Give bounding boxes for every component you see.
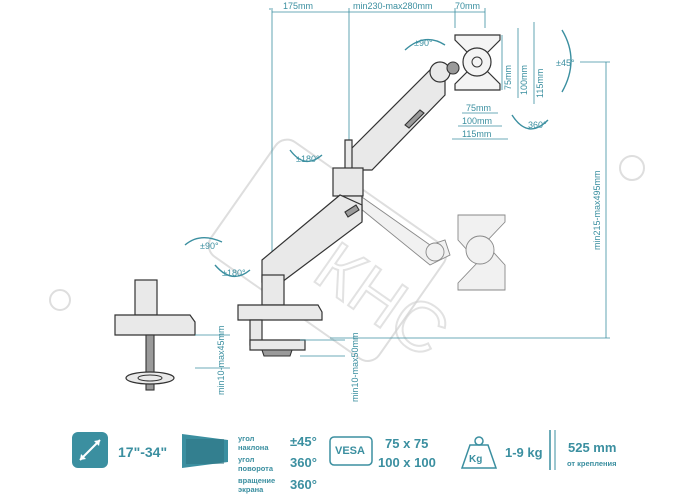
dim-grommet-range: min10-max50mm (350, 332, 360, 402)
dim-vesa-100-h: 100mm (462, 116, 492, 126)
spec-distance: 525 mm (568, 440, 617, 455)
spec-rotation-value: 360° (290, 477, 317, 492)
spec-swivel-value: 360° (290, 455, 317, 470)
grommet-clamp (114, 279, 196, 391)
spec-rotation-label: вращение экрана (238, 476, 276, 494)
rot-screen: 360° (528, 120, 547, 130)
spec-tilt-label: угол наклона (238, 434, 269, 452)
rot-base-swivel: ±180° (222, 268, 246, 278)
dim-vesa-75-v: 75mm (503, 65, 513, 90)
vesa-icon (329, 436, 373, 466)
vesa-dimensions: 75mm 100mm 115mm 75mm 100mm 115mm (452, 22, 545, 140)
dim-vesa-100-v: 100mm (519, 65, 529, 95)
dim-vesa-offset: 70mm (455, 1, 480, 11)
spec-screen-size: 17"-34" (118, 444, 168, 460)
spec-swivel-label: угол поворота (238, 455, 274, 473)
dim-vesa-75-h: 75mm (466, 103, 491, 113)
spec-vesa-75: 75 x 75 (385, 436, 429, 451)
dim-vesa-115-v: 115mm (535, 69, 545, 98)
spec-weight-badge: Kg (469, 454, 483, 465)
rotation-indicators: ±90° ±45° 360° ±180° ±90° ±180° (184, 29, 575, 278)
dim-vesa-115-h: 115mm (462, 129, 491, 139)
vesa-plate-upper (454, 34, 501, 91)
vesa-plate-lower (457, 214, 506, 291)
height-dimension: min215-max495mm (330, 61, 610, 339)
spec-vesa-100: 100 x 100 (378, 455, 436, 470)
upper-arm (344, 61, 460, 176)
dim-height: min215-max495mm (592, 170, 602, 250)
spec-icons (72, 430, 556, 470)
rot-tilt-side: ±45° (556, 58, 575, 68)
spec-tilt-value: ±45° (290, 434, 317, 449)
dim-clamp-range: min10-max45mm (216, 325, 226, 395)
spec-vesa-badge: VESA (335, 445, 365, 457)
top-dimensions: 175mm min230-max280mm 70mm (271, 1, 486, 265)
dim-depth-front: 175mm (283, 1, 313, 11)
spec-weight: 1-9 kg (505, 445, 543, 460)
clamp-dimensions: min10-max45mm min10-max50mm (195, 8, 360, 402)
main-clamp (237, 274, 323, 357)
spec-distance-note: от крепления (567, 459, 617, 468)
rot-base-tilt: ±90° (200, 241, 219, 251)
rot-tilt-top: ±90° (414, 38, 433, 48)
rot-arm-swivel: ±180° (296, 154, 320, 164)
dim-reach: min230-max280mm (353, 1, 433, 11)
weight-icon (460, 444, 498, 469)
